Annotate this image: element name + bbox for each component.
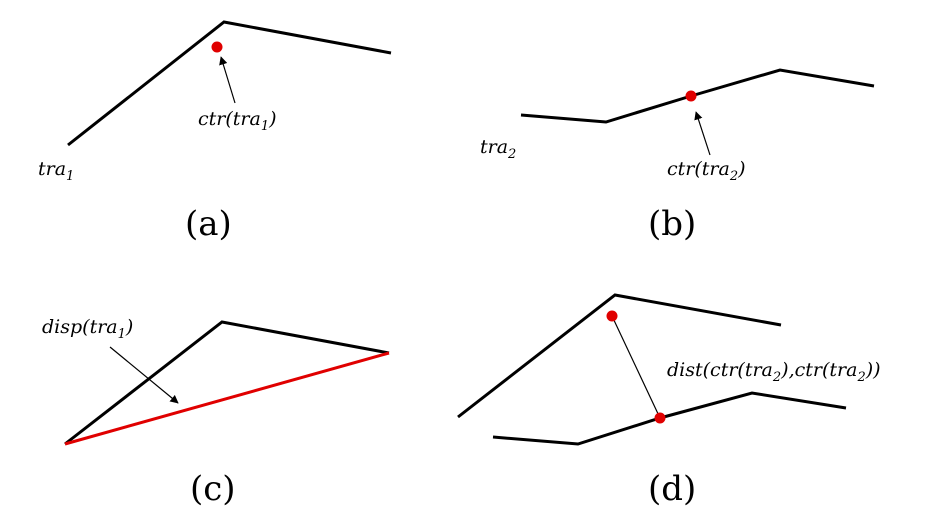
panel-d: dist(ctr(tra2),ctr(tra2)) (d) (457, 293, 881, 509)
trajectory-2-polyline-d (492, 391, 847, 446)
caption-d: (d) (648, 469, 696, 509)
displacement-line (64, 351, 390, 446)
centroid-label-a: ctr(tra1) (198, 108, 277, 134)
caption-c: (c) (190, 469, 236, 509)
caption-b: (b) (648, 204, 696, 244)
displacement-arrow (109, 346, 179, 404)
caption-a: (a) (185, 204, 232, 244)
centroid-point-b (685, 90, 697, 102)
displacement-label: disp(tra1) (42, 316, 133, 342)
trajectory-2-polyline (520, 68, 875, 124)
panel-b: tra2 ctr(tra2) (b) (480, 68, 875, 244)
distance-label: dist(ctr(tra2),ctr(tra2)) (667, 359, 881, 385)
centroid-arrow-a (219, 56, 236, 104)
centroid-point-a (211, 41, 223, 53)
distance-line (611, 315, 661, 419)
trajectory-1-polyline-c (64, 320, 390, 446)
panel-a: ctr(tra1) tra1 (a) (38, 20, 392, 244)
trajectory-1-polyline-d (457, 293, 782, 419)
centroid-arrow-b (694, 111, 711, 156)
centroid-point-d2 (654, 412, 666, 424)
trajectory-label-a: tra1 (38, 158, 74, 184)
trajectory-label-b: tra2 (480, 136, 516, 162)
panel-c: disp(tra1) (c) (42, 316, 390, 509)
centroid-label-b: ctr(tra2) (667, 158, 746, 184)
trajectory-1-polyline (67, 20, 392, 147)
centroid-point-d1 (606, 310, 618, 322)
